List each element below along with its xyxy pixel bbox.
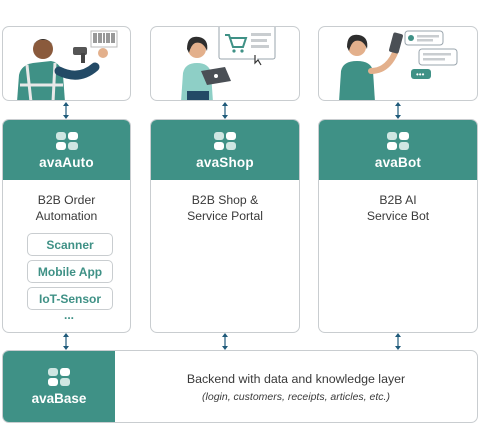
card-description: B2B AI Service Bot	[319, 192, 477, 224]
base-title: avaBase	[31, 391, 87, 406]
card-header: avaBot	[319, 120, 477, 180]
card-title: avaBot	[374, 154, 422, 170]
woman-with-phone-chat-illustration: •••	[339, 30, 458, 100]
card-description: B2B Shop & Service Portal	[151, 192, 299, 224]
ava-logo-icon	[48, 368, 70, 386]
more-options-indicator: ...	[63, 308, 74, 322]
option-mobile-app[interactable]: Mobile App	[27, 260, 113, 283]
card-title: avaShop	[196, 154, 254, 170]
ava-logo-icon	[55, 131, 78, 150]
card-header: avaShop	[151, 120, 299, 180]
connector-shop-bottom	[222, 333, 228, 350]
worker-with-scanner-illustration	[17, 30, 118, 100]
card-avabot: avaBot B2B AI Service Bot	[318, 119, 478, 333]
option-scanner[interactable]: Scanner	[27, 233, 113, 256]
connector-bot-bottom	[395, 333, 401, 350]
base-details: (login, customers, receipts, articles, e…	[202, 391, 390, 403]
illustration-panel-auto	[2, 26, 131, 101]
backend-base-panel: avaBase Backend with data and knowledge …	[2, 350, 478, 423]
card-avaauto: avaAuto B2B Order Automation Scanner Mob…	[2, 119, 131, 333]
card-description: B2B Order Automation	[3, 192, 130, 224]
base-description: Backend with data and knowledge layer	[186, 372, 406, 386]
description-line: Automation	[35, 209, 98, 223]
woman-with-laptop-illustration	[181, 27, 276, 100]
description-line: B2B AI	[379, 193, 417, 207]
base-header: avaBase	[3, 351, 115, 422]
ava-logo-icon	[387, 131, 409, 150]
option-iot-sensor[interactable]: IoT-Sensor	[27, 287, 113, 310]
ava-logo-icon	[214, 131, 236, 150]
connector-bot-top	[395, 102, 401, 119]
connector-shop-top	[222, 102, 228, 119]
description-line: Service Bot	[366, 209, 430, 223]
card-avashop: avaShop B2B Shop & Service Portal	[150, 119, 300, 333]
svg-text:•••: •••	[416, 70, 425, 79]
illustration-panel-shop	[150, 26, 300, 101]
card-header: avaAuto	[3, 120, 130, 180]
illustration-panel-bot: •••	[318, 26, 478, 101]
description-line: B2B Shop &	[191, 193, 259, 207]
card-title: avaAuto	[39, 154, 94, 170]
connector-auto-top	[63, 102, 69, 119]
description-line: B2B Order	[37, 193, 96, 207]
connector-auto-bottom	[63, 333, 69, 350]
description-line: Service Portal	[187, 209, 263, 223]
